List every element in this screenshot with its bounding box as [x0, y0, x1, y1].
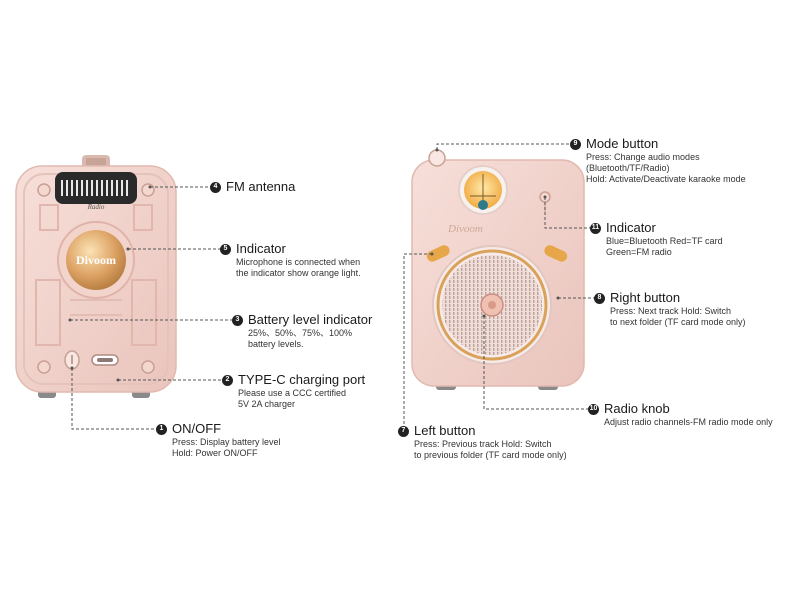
callout-typec-port: 2 TYPE-C charging port Please use a CCC c…: [222, 372, 366, 410]
callout-radio-knob: 10 Radio knob Adjust radio channels-FM ra…: [588, 401, 773, 428]
callout-title: Radio knob: [604, 401, 670, 416]
callout-mode-button: 9 Mode button Press: Change audio modes (…: [570, 136, 746, 184]
callout-desc-line: Please use a CCC certified: [238, 387, 347, 398]
callout-number: 9: [570, 138, 581, 150]
callout-desc-line: the indicator show orange light.: [236, 267, 361, 278]
callout-title: Left button: [414, 423, 476, 438]
callout-desc-line: 5V 2A charger: [238, 398, 296, 409]
callout-desc-line: Press: Display battery level: [172, 436, 281, 447]
callout-number: 4: [210, 181, 221, 193]
callout-number: 5: [220, 243, 231, 255]
callout-desc-line: battery levels.: [248, 338, 304, 349]
antenna-label: Radio: [87, 203, 105, 211]
callout-desc-line: Adjust radio channels-FM radio mode only: [604, 416, 773, 427]
callout-title: TYPE-C charging port: [238, 372, 366, 387]
back-view-device: Radio Divoom: [15, 155, 177, 398]
right-button-shape: [544, 245, 568, 262]
callout-desc-line: Microphone is connected when: [236, 256, 361, 267]
callout-title: Mode button: [586, 136, 659, 151]
callout-desc-line: to next folder (TF card mode only): [610, 316, 746, 327]
callout-number: 1: [156, 423, 167, 435]
callout-title: FM antenna: [226, 179, 296, 194]
callout-desc-line: Press: Previous track Hold: Switch: [414, 438, 552, 449]
brand-logo-right: Divoom: [447, 223, 483, 235]
callout-title: Right button: [610, 290, 681, 305]
callout-desc-line: Hold: Power ON/OFF: [172, 447, 258, 458]
leader-lines: [70, 143, 596, 431]
callout-right-button: 8 Right button Press: Next track Hold: Sw…: [594, 290, 746, 328]
grill-ring: [436, 249, 548, 361]
callout-on-off: 1 ON/OFF Press: Display battery level Hol…: [156, 421, 281, 459]
callout-number: 10: [588, 403, 599, 415]
center-logo-disc: [66, 230, 126, 290]
callout-fm-antenna: 4 FM antenna: [210, 179, 296, 195]
left-button-shape: [426, 245, 450, 262]
callout-desc-line: 25%、50%、75%、100%: [248, 327, 353, 338]
callout-title: Indicator: [236, 241, 286, 256]
callout-number: 8: [594, 292, 605, 304]
callout-desc-line: Press: Next track Hold: Switch: [610, 305, 732, 316]
callout-desc-line: Press: Change audio modes: [586, 151, 700, 162]
callout-left-button: 7 Left button Press: Previous track Hold:…: [398, 423, 567, 461]
callout-desc-line: Green=FM radio: [606, 246, 672, 257]
brand-logo-left: Divoom: [76, 253, 116, 267]
front-view-device: Divoom: [411, 149, 585, 390]
callout-title: ON/OFF: [172, 421, 222, 436]
callout-number: 7: [398, 425, 409, 437]
callout-title: Battery level indicator: [248, 312, 373, 327]
callout-desc-line: to previous folder (TF card mode only): [414, 449, 567, 460]
callout-mode-indicator: 11 Indicator Blue=Bluetooth Red=TF card G…: [590, 220, 723, 258]
callout-title: Indicator: [606, 220, 656, 235]
callout-desc-line: Blue=Bluetooth Red=TF card: [606, 235, 723, 246]
callout-number: 11: [590, 222, 601, 234]
callout-number: 3: [232, 314, 243, 326]
callout-desc-line: Hold: Activate/Deactivate karaoke mode: [586, 173, 746, 184]
mode-button-shape: [428, 149, 446, 167]
callout-desc-line: (Bluetooth/TF/Radio): [586, 162, 670, 173]
callout-number: 2: [222, 374, 233, 386]
callout-battery-level: 3 Battery level indicator 25%、50%、75%、100…: [232, 312, 373, 350]
